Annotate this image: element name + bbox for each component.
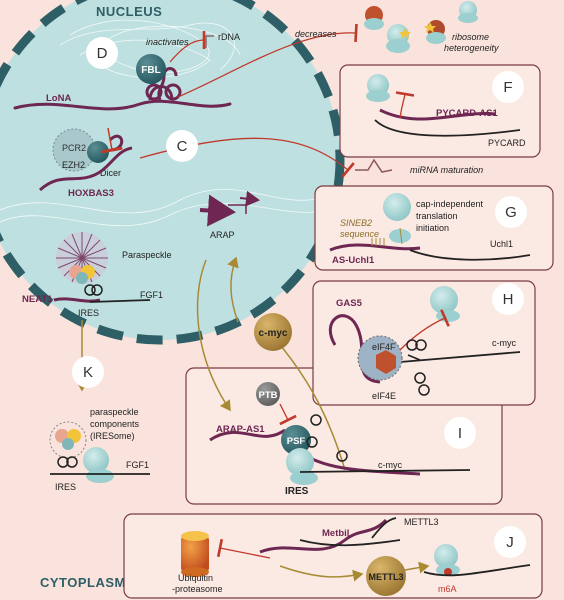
- eif4e-protein: [376, 350, 396, 374]
- panel-j-box: [123, 513, 543, 599]
- panel-i-badge: [444, 417, 476, 449]
- cmyc-ball-label: c-myc: [259, 328, 288, 339]
- chromatin: [0, 19, 331, 227]
- panel-f-badge: [492, 71, 524, 103]
- ribosome-label-1: ribosome: [452, 32, 489, 42]
- ribosome-heterogeneity: ribosome heterogeneity: [364, 1, 499, 53]
- panel-j-letter: J: [506, 534, 514, 551]
- cmyc-h-label: c-myc: [492, 338, 516, 348]
- mettl3-top-label: METTL3: [404, 517, 439, 527]
- panel-d-badge: [86, 37, 118, 69]
- arap-gene: ARAP: [199, 190, 260, 240]
- panel-k: K paraspeckle components (IRESome) IRES …: [49, 320, 150, 492]
- cap-label-3: initiation: [416, 223, 449, 233]
- cmyc-protein: [254, 313, 292, 351]
- panel-c: PCR2 EZH2 Dicer HOXBAS3 miRNA maturation…: [38, 127, 483, 199]
- pycard-label: PYCARD: [488, 138, 526, 148]
- ezh2-label: EZH2: [62, 160, 85, 170]
- ribosome-label-2: heterogeneity: [444, 43, 499, 53]
- panel-d-letter: D: [97, 45, 108, 62]
- panel-h: GAS5 eIF4F eIF4E c-myc H: [328, 283, 524, 401]
- mettl3-ball-label: METTL3: [369, 572, 404, 582]
- ires-k-label: IRES: [55, 482, 76, 492]
- gas5-label: GAS5: [336, 298, 363, 309]
- sineb2-label-2: sequence: [340, 229, 379, 239]
- eif4f-label: eIF4F: [372, 342, 396, 352]
- panel-d: FBL inactivates rDNA LoNA decreases D: [13, 23, 358, 111]
- decreases-label: decreases: [295, 29, 337, 39]
- panel-k-letter: K: [83, 364, 93, 381]
- panel-j: Ubiquitin -proteasome METTL3 Metbil METT…: [172, 517, 531, 596]
- fbl-protein: [136, 54, 166, 84]
- cmyc-i-label: c-myc: [378, 460, 402, 470]
- psf-protein: [281, 425, 311, 455]
- panel-g-badge: [495, 196, 527, 228]
- panel-g-letter: G: [505, 204, 517, 221]
- ires-i-label: IRES: [285, 486, 309, 497]
- psf-label: PSF: [287, 436, 306, 447]
- panel-k-badge: [72, 356, 104, 388]
- ptb-protein: [256, 382, 280, 406]
- panel-f: PYCARD-AS1 PYCARD F: [366, 71, 526, 148]
- m6a-label: m6A: [438, 584, 457, 594]
- mirna-icon: [355, 158, 393, 173]
- ptb-label: PTB: [259, 390, 278, 401]
- rdna-label: rDNA: [218, 32, 240, 42]
- as-uchl1-label: AS-Uchl1: [332, 255, 375, 266]
- metbil-label: Metbil: [322, 528, 349, 539]
- mettl3-protein: [366, 556, 406, 596]
- panel-h-badge: [492, 283, 524, 315]
- panel-g: SINEB2 sequence cap-independent translat…: [329, 193, 531, 266]
- metbil-rna: [259, 518, 388, 554]
- arap-as1-label: ARAP-AS1: [216, 424, 265, 435]
- as-uchl1-rna: [329, 243, 421, 252]
- arap-label: ARAP: [210, 230, 235, 240]
- cap-label-1: cap-independent: [416, 199, 484, 209]
- neat1-label: NEAT1: [22, 294, 53, 305]
- dicer-label: Dicer: [100, 168, 121, 178]
- eif4e-label: eIF4E: [372, 391, 396, 401]
- arap-as1-rna: [209, 428, 286, 442]
- dicer-protein: [87, 141, 109, 163]
- proteasome-icon: [181, 536, 209, 572]
- inactivates-label: inactivates: [146, 37, 189, 47]
- fbl-label: FBL: [141, 65, 160, 76]
- panel-c-letter: C: [177, 138, 188, 155]
- k-label-3: (IRESome): [90, 431, 135, 441]
- gas5-rna: [328, 314, 381, 384]
- fgf1-nucleus-label: FGF1: [140, 290, 163, 300]
- pycard-as1-rna: [379, 108, 496, 121]
- ires-nucleus-label: IRES: [78, 308, 99, 318]
- paraspeckle-label: Paraspeckle: [122, 250, 172, 260]
- lona-label: LoNA: [46, 93, 71, 104]
- k-label-1: paraspeckle: [90, 407, 139, 417]
- fgf1-k-label: FGF1: [126, 460, 149, 470]
- panel-j-badge: [494, 526, 526, 558]
- panel-i: PTB PSF ARAP-AS1 IRES c-myc I: [209, 382, 476, 497]
- ubiquitin-label-2: -proteasome: [172, 584, 223, 594]
- uchl1-label: Uchl1: [490, 239, 513, 249]
- k-label-2: components: [90, 419, 140, 429]
- paraspeckle: Paraspeckle NEAT1 FGF1 IRES: [22, 232, 172, 318]
- mirna-label: miRNA maturation: [410, 165, 483, 175]
- cytoplasm-title: CYTOPLASM: [40, 575, 126, 590]
- rdna-promoter: [205, 35, 214, 48]
- pcr2-label: PCR2: [62, 143, 86, 153]
- panel-f-letter: F: [503, 79, 512, 96]
- lona-rna: [13, 99, 232, 111]
- cap-label-2: translation: [416, 211, 458, 221]
- hoxbas3-label: HOXBAS3: [68, 188, 114, 199]
- ubiquitin-label-1: Ubiquitin: [178, 573, 213, 583]
- nucleus-title: NUCLEUS: [96, 4, 162, 19]
- panel-h-letter: H: [503, 291, 514, 308]
- panel-g-box: [314, 185, 554, 271]
- cmyc-loop: c-myc: [196, 256, 346, 471]
- sineb2-label-1: SINEB2: [340, 218, 372, 228]
- nucleus: [0, 0, 345, 345]
- panel-c-badge: [166, 130, 198, 162]
- panel-i-letter: I: [458, 425, 462, 442]
- pycard-as1-label: PYCARD-AS1: [436, 108, 498, 119]
